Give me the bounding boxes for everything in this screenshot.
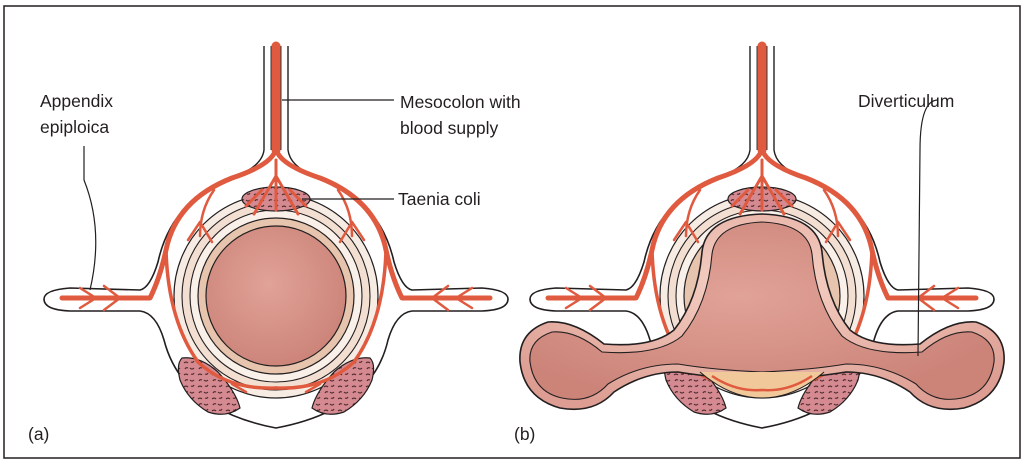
panel-label-b: (b): [514, 424, 535, 444]
panel-label-a: (a): [28, 424, 49, 444]
label-mesocolon-line1: Mesocolon with: [400, 92, 521, 112]
label-mesocolon-line2: blood supply: [400, 118, 499, 138]
label-taenia-coli: Taenia coli: [398, 189, 481, 209]
label-diverticulum: Diverticulum: [858, 91, 954, 111]
svg-text:blood supply: blood supply: [400, 118, 499, 138]
label-appendix-line2: epiploica: [40, 117, 109, 137]
lumen-a: [206, 226, 346, 366]
label-appendix-line1: Appendix: [40, 91, 113, 111]
svg-text:Mesocolon with: Mesocolon with: [400, 92, 521, 112]
